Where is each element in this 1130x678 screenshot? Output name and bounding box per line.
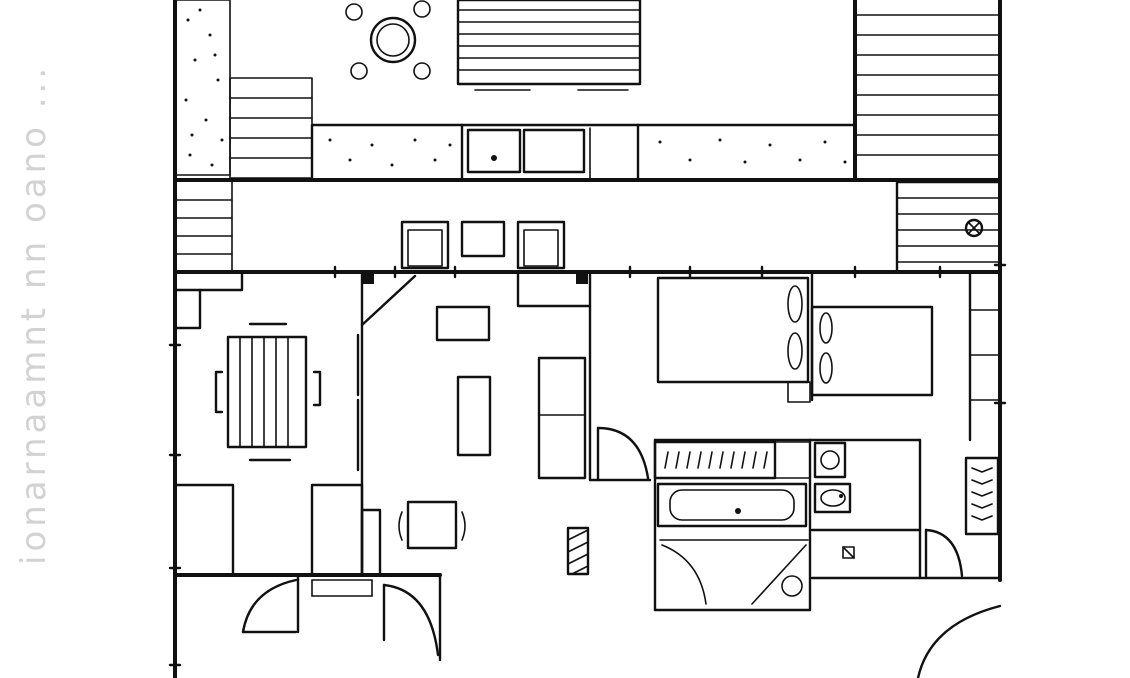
sofa — [537, 356, 587, 480]
door-swing-icon — [382, 583, 440, 657]
dining-room — [173, 270, 382, 577]
doors — [241, 426, 1002, 678]
planter-texture — [184, 8, 224, 167]
bed-icon — [810, 305, 934, 397]
outdoor-fan-icon — [964, 218, 984, 238]
terrace-table-icon — [345, 0, 431, 80]
door-swing-icon — [924, 528, 964, 580]
sink-icon — [466, 128, 522, 174]
counter-texture — [328, 138, 847, 167]
column-hatched — [566, 526, 590, 576]
balcony — [174, 179, 1002, 274]
planter-left — [174, 0, 231, 176]
cabinet — [310, 483, 364, 577]
door-swing-icon — [916, 604, 1002, 678]
side-table — [398, 500, 466, 550]
living-room — [356, 270, 592, 576]
bedrooms — [656, 270, 1001, 442]
stairs — [229, 77, 313, 179]
window-ticks — [168, 263, 1007, 667]
dining-table-icon — [214, 322, 322, 462]
radiator-icon — [653, 440, 777, 480]
shower-icon — [659, 539, 809, 605]
bathroom — [653, 440, 1000, 605]
outdoor-counter — [310, 123, 857, 182]
balcony-chairs — [400, 220, 566, 270]
terrace — [174, 0, 1001, 182]
sink-icon — [813, 441, 847, 479]
toilet-icon — [813, 482, 852, 514]
deck-lounger — [456, 0, 642, 91]
bed-icon — [656, 276, 810, 384]
cabinet — [173, 483, 235, 577]
balcony-deck-right — [895, 180, 1002, 274]
bathtub-icon — [656, 482, 808, 528]
door-swing-icon — [241, 573, 300, 634]
deck-right — [854, 14, 1001, 156]
closet — [968, 270, 1001, 442]
floor-drain-icon — [842, 546, 855, 559]
armchair — [435, 305, 491, 342]
balcony-stairs-left — [174, 179, 233, 273]
radiator-icon — [964, 456, 1000, 536]
door-swing-icon — [596, 426, 650, 482]
coffee-table — [456, 375, 492, 457]
